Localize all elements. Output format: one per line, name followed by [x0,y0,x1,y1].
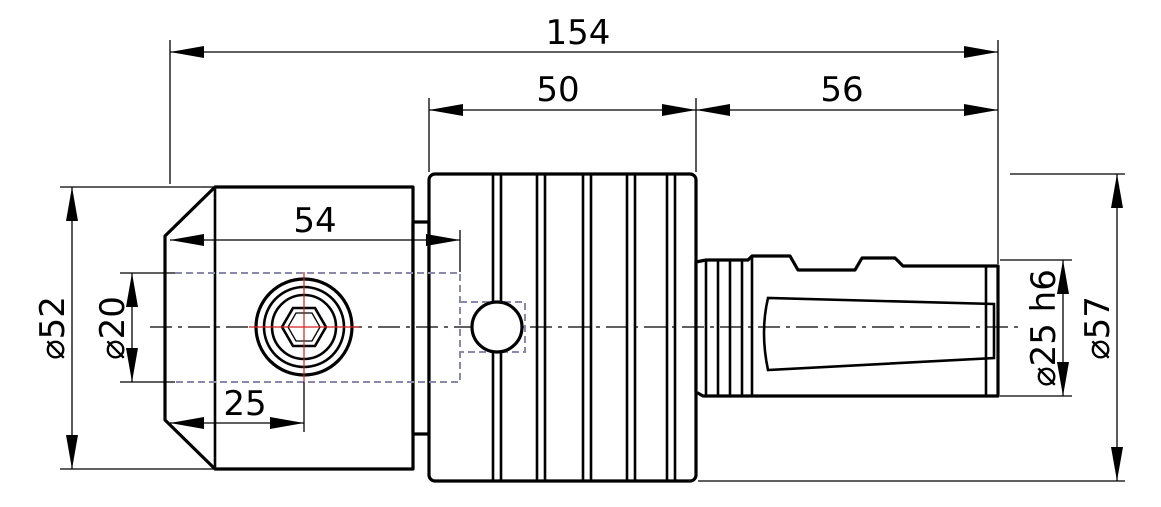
hex-socket-screw-icon [249,272,359,382]
neck [411,220,431,436]
dim-flange-diameter: ⌀57 [1078,296,1118,360]
dim-chuck-bore-length: 54 [293,201,336,241]
dim-chuck-outer-diameter: ⌀52 [33,296,73,360]
dim-shank-length: 56 [820,70,863,110]
dim-overall-length: 154 [546,13,611,53]
cross-hole-icon [470,300,524,354]
dim-screw-position: 25 [223,384,266,424]
dim-bore-diameter: ⌀20 [93,296,133,360]
dim-shank-diameter: ⌀25 h6 [1024,269,1064,387]
shank [694,254,1000,398]
dim-flange-length: 50 [536,70,579,110]
dimension-lines [66,45,1123,481]
